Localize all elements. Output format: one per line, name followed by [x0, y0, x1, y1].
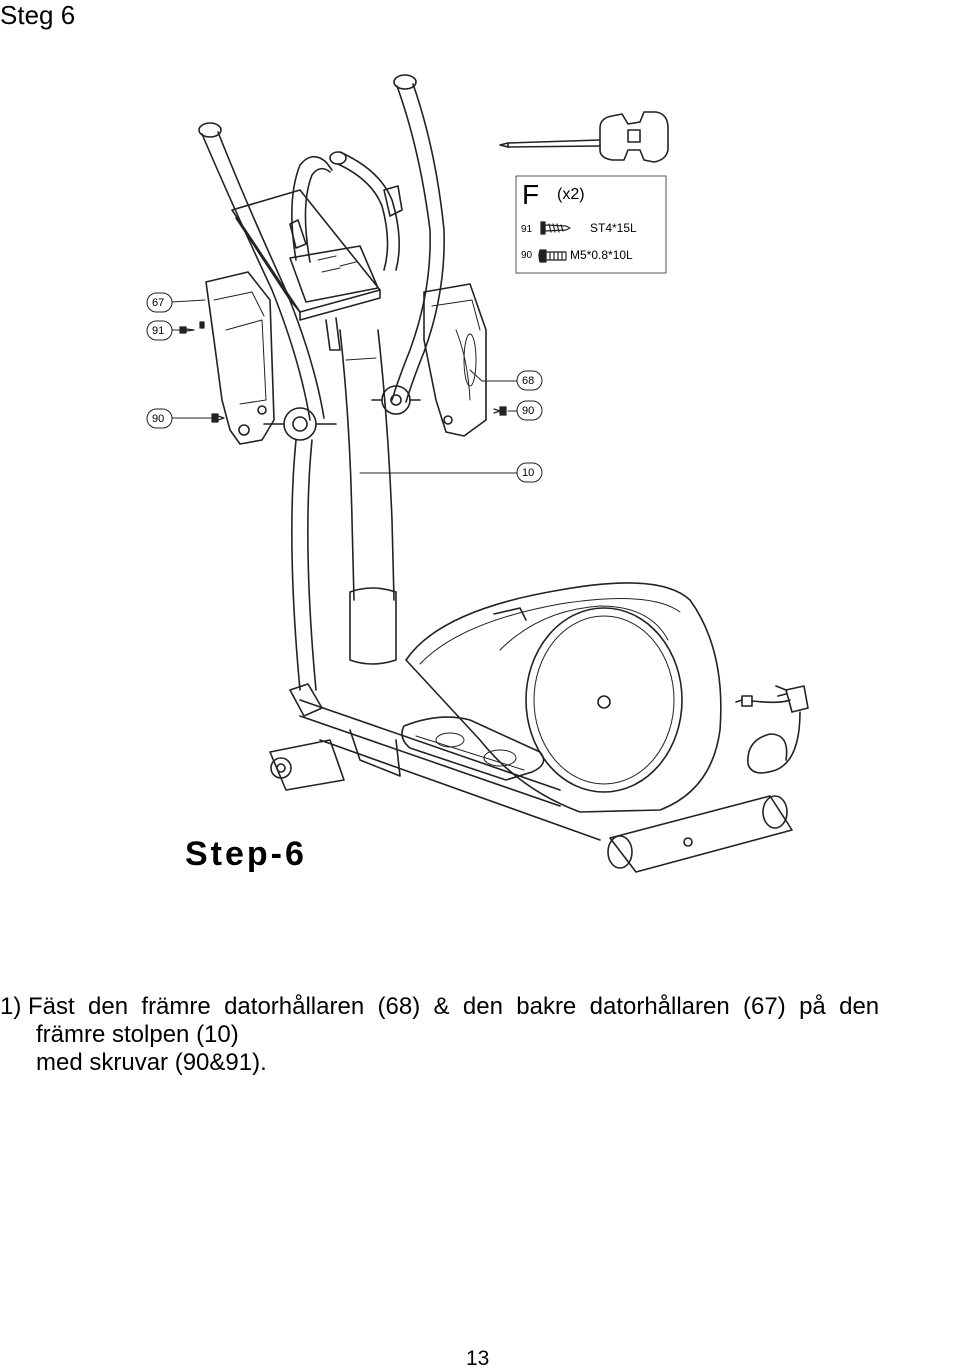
step-label: Step-6: [185, 835, 307, 873]
instruction-line-2: främre stolpen (10): [36, 1021, 239, 1048]
hardware-kit-box: F (x2) 91 ST4*15L 90 M5*0.8*10L: [515, 175, 667, 274]
kit-letter: F: [522, 179, 539, 210]
callout-68: 68: [469, 369, 543, 391]
flywheel-housing: [405, 582, 722, 813]
lower-left-arm: [291, 439, 317, 691]
pivot-hubs: [263, 385, 421, 441]
callouts: 67 91 90 68 90 10: [146, 292, 543, 483]
instruction-line-1: 1) Fäst den främre datorhållaren (68) & …: [0, 993, 880, 1020]
tool-icon: [499, 111, 669, 163]
svg-text:90: 90: [152, 413, 164, 425]
front-computer-holder: [423, 283, 487, 437]
svg-text:91: 91: [152, 325, 164, 337]
assembly-diagram: F (x2) 91 ST4*15L 90 M5*0.8*10L 67 91: [146, 74, 809, 873]
kit-item-91-spec: ST4*15L: [590, 221, 637, 235]
instructions: 1) Fäst den främre datorhållaren (68) & …: [0, 993, 960, 1077]
callout-67: 67: [146, 292, 206, 313]
svg-text:90: 90: [522, 405, 534, 417]
console: [231, 189, 381, 351]
base-frame: [269, 683, 793, 873]
page-heading: Steg 6: [0, 0, 76, 30]
kit-item-90-spec: M5*0.8*10L: [570, 248, 633, 262]
kit-quantity: (x2): [557, 186, 585, 203]
kit-item-90-part: 90: [521, 250, 533, 261]
callout-90-right: 90: [507, 400, 543, 421]
screw-icons: [179, 321, 507, 423]
screw-st4-icon: [540, 221, 571, 235]
callout-91: 91: [146, 320, 181, 341]
callout-10: 10: [359, 462, 543, 483]
screw-m5-icon: [538, 249, 567, 263]
page-number: 13: [466, 1347, 490, 1370]
instruction-line-3: med skruvar (90&91).: [36, 1049, 267, 1076]
kit-item-91-part: 91: [521, 224, 533, 235]
callout-90-left: 90: [146, 408, 213, 429]
right-handlebar: [391, 74, 445, 403]
svg-text:67: 67: [152, 297, 164, 309]
svg-text:10: 10: [522, 467, 534, 479]
front-mast: [339, 329, 397, 665]
svg-text:68: 68: [522, 375, 534, 387]
pedal: [401, 716, 545, 781]
left-handlebar: [198, 122, 325, 421]
fixed-handle: [291, 151, 403, 271]
rear-computer-holder: [205, 271, 275, 445]
power-adapter-icon: [735, 685, 809, 774]
